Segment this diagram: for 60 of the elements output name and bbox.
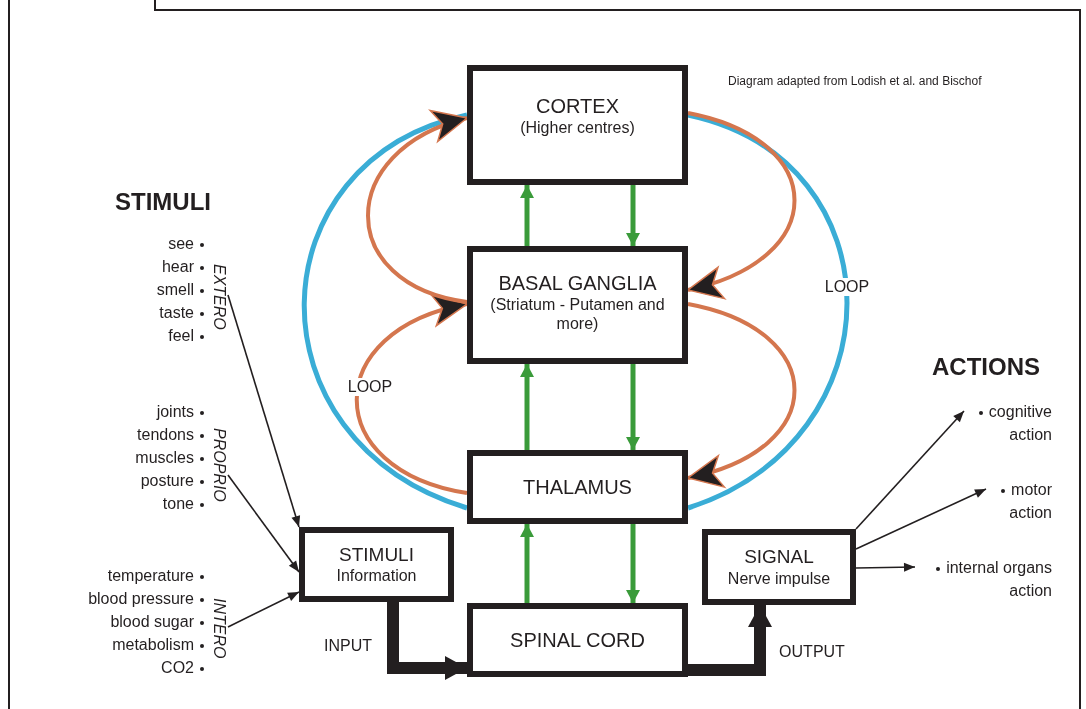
action-item: motor action bbox=[986, 478, 1052, 524]
signal-box bbox=[702, 529, 856, 605]
section-heading: STIMULI bbox=[115, 188, 211, 216]
box-title: CORTEX bbox=[536, 94, 619, 119]
box-subtitle: Nerve impulse bbox=[727, 568, 831, 588]
list-item: see bbox=[168, 232, 204, 255]
list-item: blood sugar bbox=[110, 610, 204, 633]
box-subtitle: Information bbox=[336, 566, 417, 586]
arrow bbox=[520, 524, 534, 603]
box-title: SPINAL CORD bbox=[510, 628, 645, 652]
section-heading: ACTIONS bbox=[932, 353, 1040, 381]
list-item: metabolism bbox=[112, 633, 204, 656]
list-item: posture bbox=[140, 469, 204, 492]
arrow bbox=[855, 562, 916, 572]
arrow bbox=[227, 474, 300, 573]
source-note: Diagram adapted from Lodish et al. and Bischof bbox=[728, 74, 982, 88]
box-title: STIMULI bbox=[339, 543, 414, 567]
arrow bbox=[366, 112, 468, 304]
category-label: PROPRIO bbox=[210, 427, 228, 502]
arrow bbox=[855, 488, 987, 550]
basal-ganglia-box bbox=[467, 246, 688, 364]
action-item: cognitive action bbox=[964, 400, 1052, 446]
arrow bbox=[855, 410, 965, 530]
arrow bbox=[687, 111, 797, 297]
list-item: smell bbox=[156, 278, 204, 301]
list-item: muscles bbox=[135, 446, 204, 469]
list-item: blood pressure bbox=[88, 587, 204, 610]
category-label: EXTERO bbox=[210, 263, 228, 330]
arrow bbox=[387, 602, 467, 680]
arrow bbox=[688, 605, 772, 676]
arrow bbox=[626, 364, 640, 450]
list-item: taste bbox=[159, 301, 204, 324]
connector-line bbox=[687, 112, 850, 511]
box-title: BASAL GANGLIA bbox=[498, 270, 657, 295]
arrow bbox=[626, 524, 640, 603]
box-subtitle: (Striatum - Putamen and more) bbox=[489, 294, 666, 334]
cortex-box bbox=[467, 65, 688, 185]
arrow bbox=[687, 302, 797, 486]
category-label: INTERO bbox=[210, 598, 228, 659]
spinal-cord-box bbox=[467, 603, 688, 677]
box-title: THALAMUS bbox=[523, 475, 632, 499]
arrow bbox=[354, 296, 468, 495]
box-title: SIGNAL bbox=[744, 546, 814, 569]
arrow bbox=[520, 364, 534, 450]
arrow bbox=[520, 185, 534, 246]
box-subtitle: (Higher centres) bbox=[520, 118, 635, 138]
action-item: internal organs action bbox=[915, 556, 1052, 602]
list-item: tone bbox=[162, 492, 204, 515]
list-item: joints bbox=[156, 400, 204, 423]
list-item: feel bbox=[168, 324, 204, 347]
stimuli-box bbox=[299, 527, 454, 602]
thalamus-box bbox=[467, 450, 688, 524]
list-item: hear bbox=[161, 255, 204, 278]
connector-line bbox=[302, 112, 468, 511]
list-item: CO2 bbox=[161, 656, 204, 679]
arrow bbox=[227, 591, 300, 628]
arrow bbox=[227, 294, 301, 528]
arrow bbox=[626, 185, 640, 246]
list-item: tendons bbox=[137, 423, 204, 446]
list-item: temperature bbox=[107, 564, 204, 587]
